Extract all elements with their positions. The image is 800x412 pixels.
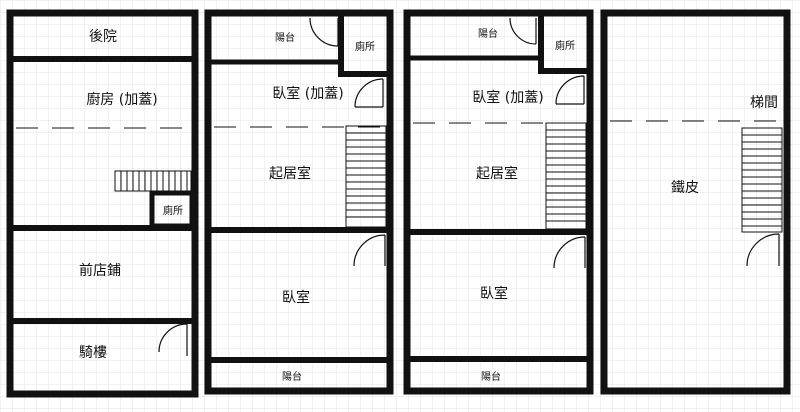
roof-door — [746, 233, 780, 267]
floor-3-toilet-walls — [538, 10, 593, 74]
floor-1-outline — [6, 9, 199, 398]
label-floor-2-living: 起居室 — [269, 165, 311, 182]
floor-3-door — [509, 17, 537, 45]
floor-3-door — [555, 75, 585, 105]
floor-1-door — [158, 323, 188, 356]
label-floor-2-bedroom: 臥室 — [282, 289, 310, 306]
label-floor-2-balcony-back: 陽台 — [275, 31, 295, 44]
floor-2-plan: 陽台 廁所 臥室 (加蓋) 起居室 臥室 陽台 — [204, 9, 394, 395]
label-floor-1-toilet: 廁所 — [163, 204, 183, 217]
label-floor-2-toilet: 廁所 — [355, 40, 375, 53]
label-roof-tin: 鐵皮 — [671, 179, 699, 196]
label-floor-3-toilet: 廁所 — [555, 39, 575, 52]
floor-1-toilet-walls — [149, 190, 195, 229]
floor-3-outline — [403, 9, 594, 395]
label-floor-3-bedroom: 臥室 — [480, 285, 508, 302]
label-kitchen: 廚房 (加蓋) — [86, 91, 157, 108]
label-floor-3-balcony-back: 陽台 — [478, 27, 498, 40]
label-floor-3-balcony-front: 陽台 — [481, 370, 501, 383]
label-arcade: 騎樓 — [79, 345, 107, 361]
floor-2-outline — [204, 9, 394, 395]
floor-3-plan: 陽台 廁所 臥室 (加蓋) 起居室 臥室 陽台 — [403, 9, 594, 395]
floor-1-plan: 後院 廚房 (加蓋) 廁所 前店鋪 騎樓 — [6, 9, 199, 398]
floor-2-door — [354, 78, 384, 108]
floor-2-door — [353, 234, 386, 267]
label-roof-stairwell: 梯間 — [750, 95, 778, 111]
label-floor-3-living: 起居室 — [476, 165, 518, 182]
label-shop: 前店鋪 — [79, 262, 121, 279]
floor-3-door — [553, 236, 586, 269]
label-floor-2-balcony-front: 陽台 — [282, 370, 302, 383]
roof-plan: 梯間 鐵皮 — [600, 9, 791, 395]
floor-2-toilet-walls — [338, 10, 393, 77]
floor-3-stairs — [545, 122, 587, 230]
roof-stairs — [741, 127, 783, 233]
floor-2-stairs — [345, 125, 387, 228]
roof-outline — [600, 9, 791, 395]
floor-2-door — [309, 17, 339, 47]
label-floor-2-bedroom-ext: 臥室 (加蓋) — [272, 85, 343, 102]
label-floor-3-bedroom-ext: 臥室 (加蓋) — [472, 89, 543, 106]
label-backyard: 後院 — [89, 29, 117, 45]
